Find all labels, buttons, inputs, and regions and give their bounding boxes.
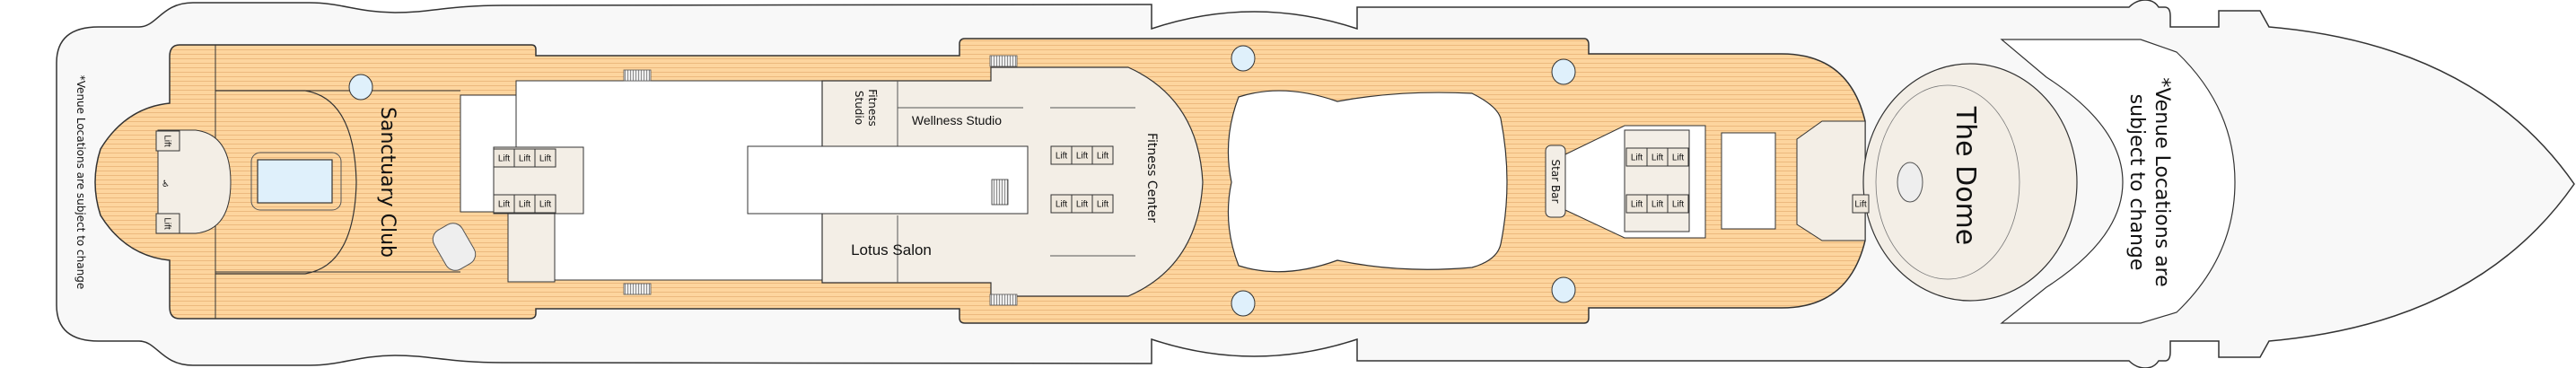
lift: Lift [1071, 194, 1093, 214]
stairs [623, 283, 652, 295]
dome-seating-ring [1875, 84, 2020, 280]
lift-label: Lift [162, 135, 172, 147]
accessible-icon: ♿ [162, 180, 170, 189]
lift-label: Lift [1631, 153, 1643, 163]
lift-label: Lift [498, 200, 511, 210]
lift-box [534, 148, 556, 168]
lift-label: Lift [519, 200, 531, 210]
lift-box [1667, 194, 1689, 214]
hot-tub [348, 74, 373, 101]
venue-label-wellness-studio[interactable]: Wellness Studio [912, 113, 1002, 127]
forward-service-block [1721, 132, 1776, 230]
lift: Lift [1646, 147, 1669, 167]
lift-label: Lift [1056, 152, 1068, 162]
pool-surround [250, 152, 342, 211]
lift-label: Lift [539, 154, 552, 164]
lift-label: Lift [1056, 200, 1068, 210]
sanctuary-lounge-area [215, 90, 357, 275]
lift-label: Lift [162, 217, 172, 230]
lift-label: Lift [1652, 200, 1664, 210]
lift: Lift [493, 148, 515, 168]
lift: Lift [1050, 194, 1073, 214]
waterslide [432, 223, 477, 271]
venue-label-fitness-center[interactable]: Fitness Center [1144, 133, 1159, 223]
stern-venue-note: *Venue Locations are subject to change [74, 75, 87, 289]
lift: Lift [1050, 145, 1073, 165]
venue-label-lotus-salon[interactable]: Lotus Salon [851, 241, 932, 258]
dome-stage [1897, 162, 1923, 203]
forward-lift-core [1624, 129, 1690, 232]
hot-tub [1551, 58, 1576, 85]
lift: Lift [1625, 147, 1648, 167]
hot-tub [1231, 290, 1256, 317]
lift-box [534, 194, 556, 214]
lift-label: Lift [1652, 153, 1664, 163]
lift-label: Lift [1097, 152, 1109, 162]
pool [257, 159, 333, 204]
hot-tub [1551, 276, 1576, 303]
bow-venue-note-line1: *Venue Locations are [2151, 77, 2173, 286]
lift-label: Lift [1672, 200, 1685, 210]
lift-label: Lift [498, 154, 511, 164]
venue-label-the-dome[interactable]: The Dome [1950, 106, 1981, 245]
venue-label-fitness-studio[interactable]: Fitness [866, 89, 879, 127]
lift: Lift [1071, 145, 1093, 165]
lift: Lift [1091, 145, 1114, 165]
lift: Lift [1667, 194, 1689, 214]
lift-box [1091, 145, 1114, 165]
stairs [989, 294, 1018, 306]
lift-label: Lift [1854, 200, 1867, 210]
central-corridor [747, 145, 1029, 215]
lift: Lift [513, 194, 536, 214]
crew-area [507, 213, 556, 283]
lift: Lift [493, 194, 515, 214]
lift-label: Lift [1672, 153, 1685, 163]
venue-label-star-bar[interactable]: Star Bar [1549, 160, 1562, 204]
venue-label-sanctuary-club[interactable]: Sanctuary Club [376, 107, 399, 258]
lift: Lift [1625, 194, 1648, 214]
bow-note-panel [2000, 39, 2236, 324]
the-dome[interactable] [1862, 63, 2078, 302]
stairwell [991, 179, 1009, 206]
venue-label-fitness-studio-line2[interactable]: Studio [853, 91, 865, 125]
lift-label: Lift [1097, 200, 1109, 210]
lift-box [1667, 147, 1689, 167]
lift-label: Lift [1076, 200, 1089, 210]
atrium-well [1227, 90, 1508, 273]
lift: Lift [1091, 194, 1114, 214]
lift: Lift [1852, 194, 1870, 214]
stairs [623, 69, 652, 82]
lift-box [155, 130, 180, 152]
dome-entrance [1796, 120, 1866, 241]
hot-tub [1231, 45, 1256, 72]
lift-label: Lift [539, 200, 552, 210]
lift: Lift [155, 130, 180, 152]
bow-venue-note-line2: subject to change [2125, 94, 2148, 271]
lift: Lift [534, 194, 556, 214]
lift-box [1091, 194, 1114, 214]
lift: Lift [534, 148, 556, 168]
lift-label: Lift [1076, 152, 1089, 162]
stairs [989, 55, 1018, 67]
lift-label: Lift [519, 154, 531, 164]
lift-box [155, 213, 180, 234]
lift: Lift [155, 213, 180, 234]
lift: Lift [513, 148, 536, 168]
stern-lift-lobby [157, 129, 232, 234]
lift-label: Lift [1631, 200, 1643, 210]
lift-box [1852, 194, 1870, 214]
lift: Lift [1646, 194, 1669, 214]
lift: Lift [1667, 147, 1689, 167]
